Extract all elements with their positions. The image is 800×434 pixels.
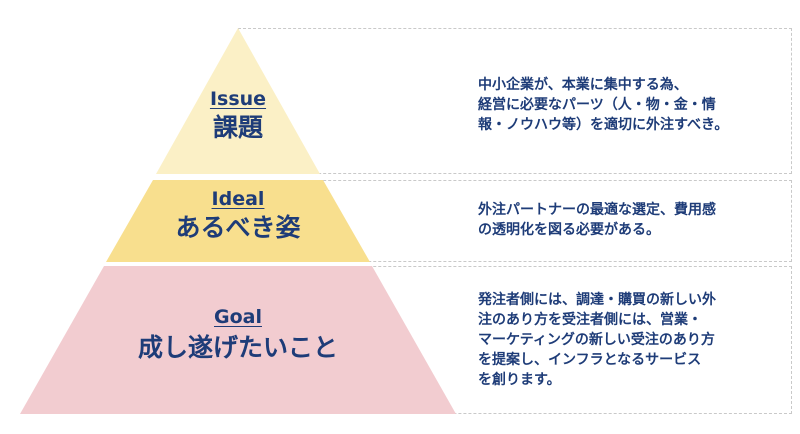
pyramid-tier-issue [156,28,320,174]
ideal-title-ja: あるべき姿 [175,213,301,242]
goal-description: 発注者側には、調達・購買の新しい外 注のあり方を受注者側には、営業・ マーケティ… [478,290,778,390]
issue-description: 中小企業が、本業に集中する為、 経営に必要なパーツ（人・物・金・情 報・ノウハウ… [478,75,778,135]
pyramid-tier-goal [20,266,456,414]
issue-title-en: Issue [209,88,267,110]
ideal-title-en: Ideal [211,188,265,210]
description-line: 外注パートナーの最適な選定、費用感 [478,202,716,218]
description-line: 注のあり方を受注者側には、営業・ [478,312,702,328]
ideal-label: Ideal あるべき姿 [130,188,346,244]
description-line: 経営に必要なパーツ（人・物・金・情 [478,97,716,113]
goal-title-en: Goal [214,306,262,328]
description-line: マーケティングの新しい受注のあり方 [478,332,715,348]
goal-label: Goal 成し遂げたいこと [100,306,376,364]
pyramid-tier-ideal [106,180,370,262]
description-line: 報・ノウハウ等）を適切に外注すべき。 [478,117,729,133]
description-line: 中小企業が、本業に集中する為、 [478,77,688,93]
issue-title-ja: 課題 [212,113,263,142]
description-line: を創ります。 [478,372,561,388]
description-line: を提案し、インフラとなるサービス [478,352,702,368]
goal-title-ja: 成し遂げたいこと [137,333,338,362]
issue-label: Issue 課題 [168,88,308,144]
ideal-description: 外注パートナーの最適な選定、費用感 の透明化を図る必要がある。 [478,200,778,240]
description-line: 発注者側には、調達・購買の新しい外 [478,292,716,308]
description-line: の透明化を図る必要がある。 [478,222,660,238]
